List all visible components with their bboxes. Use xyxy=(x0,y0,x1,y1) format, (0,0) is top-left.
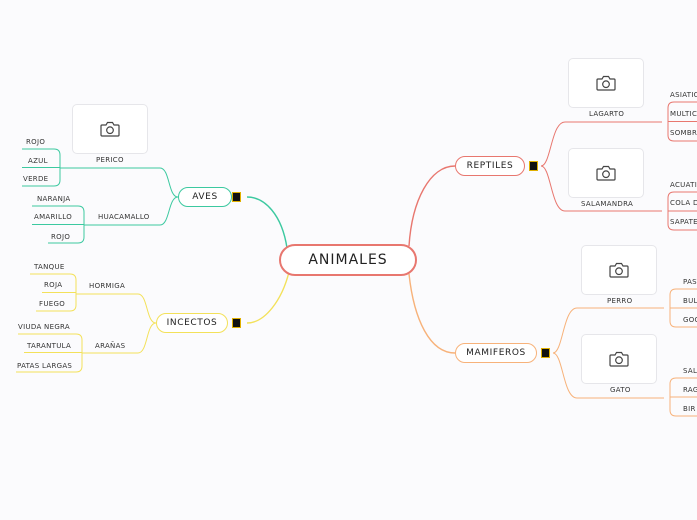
leaf-perro-2[interactable]: BUL xyxy=(683,297,697,305)
subtopic-aranas[interactable]: ARAÑAS xyxy=(95,342,126,350)
leaf-aranas-patas-largas[interactable]: PATAS LARGAS xyxy=(17,362,73,370)
branch-incectos[interactable]: INCECTOS xyxy=(156,313,228,333)
leaf-gato-2[interactable]: RAG xyxy=(683,386,697,394)
leaf-aranas-viuda-negra[interactable]: VIUDA NEGRA xyxy=(18,323,71,331)
leaf-huacamallo-amarillo[interactable]: AMARILLO xyxy=(34,213,73,221)
subtopic-hormiga[interactable]: HORMIGA xyxy=(89,282,126,290)
root-label: ANIMALES xyxy=(308,252,388,268)
image-placeholder-lagarto[interactable] xyxy=(568,58,644,108)
image-placeholder-salamandra[interactable] xyxy=(568,148,644,198)
leaf-huacamallo-rojo[interactable]: ROJO xyxy=(51,233,71,241)
leaf-gato-3[interactable]: BIR xyxy=(683,405,696,413)
subtopic-perico[interactable]: PERICO xyxy=(96,156,124,164)
branch-mamiferos-label: MAMIFEROS xyxy=(466,348,526,358)
leaf-lagarto-3[interactable]: SOMBRI xyxy=(670,129,697,137)
leaf-aranas-tarantula[interactable]: TARANTULA xyxy=(27,342,72,350)
branch-aves[interactable]: AVES xyxy=(178,187,232,207)
subtopic-huacamallo[interactable]: HUACAMALLO xyxy=(98,213,150,221)
root-node[interactable]: ANIMALES xyxy=(279,244,417,276)
leaf-perico-verde[interactable]: VERDE xyxy=(23,175,49,183)
leaf-perico-rojo[interactable]: ROJO xyxy=(26,138,46,146)
branch-reptiles-label: REPTILES xyxy=(466,161,514,171)
image-placeholder-perico[interactable] xyxy=(72,104,148,154)
subtopic-icon[interactable] xyxy=(541,348,550,358)
leaf-lagarto-2[interactable]: MULTICO xyxy=(670,110,697,118)
leaf-hormiga-tanque[interactable]: TANQUE xyxy=(34,263,65,271)
leaf-huacamallo-naranja[interactable]: NARANJA xyxy=(37,195,71,203)
subtopic-salamandra[interactable]: SALAMANDRA xyxy=(581,200,634,208)
subtopic-gato[interactable]: GATO xyxy=(610,386,631,394)
branch-aves-label: AVES xyxy=(192,192,218,202)
camera-icon xyxy=(100,121,120,137)
leaf-lagarto-1[interactable]: ASIATIC xyxy=(670,91,697,99)
camera-icon xyxy=(609,351,629,367)
leaf-gato-1[interactable]: SAL xyxy=(683,367,697,375)
leaf-hormiga-fuego[interactable]: FUEGO xyxy=(39,300,66,308)
camera-icon xyxy=(609,262,629,278)
camera-icon xyxy=(596,75,616,91)
leaf-salamandra-3[interactable]: SAPATE xyxy=(670,218,697,226)
subtopic-lagarto[interactable]: LAGARTO xyxy=(589,110,625,118)
subtopic-icon[interactable] xyxy=(529,161,538,171)
branch-reptiles[interactable]: REPTILES xyxy=(455,156,525,176)
leaf-hormiga-roja[interactable]: ROJA xyxy=(44,281,63,289)
subtopic-icon[interactable] xyxy=(232,318,241,328)
leaf-perro-3[interactable]: GOC xyxy=(683,316,697,324)
subtopic-perro[interactable]: PERRO xyxy=(607,297,633,305)
camera-icon xyxy=(596,165,616,181)
leaf-salamandra-2[interactable]: COLA D xyxy=(670,199,697,207)
leaf-salamandra-1[interactable]: ACUATI xyxy=(670,181,697,189)
leaf-perro-1[interactable]: PAST xyxy=(683,278,697,286)
leaf-perico-azul[interactable]: AZUL xyxy=(28,157,48,165)
branch-mamiferos[interactable]: MAMIFEROS xyxy=(455,343,537,363)
image-placeholder-gato[interactable] xyxy=(581,334,657,384)
image-placeholder-perro[interactable] xyxy=(581,245,657,295)
branch-incectos-label: INCECTOS xyxy=(166,318,218,328)
subtopic-icon[interactable] xyxy=(232,192,241,202)
